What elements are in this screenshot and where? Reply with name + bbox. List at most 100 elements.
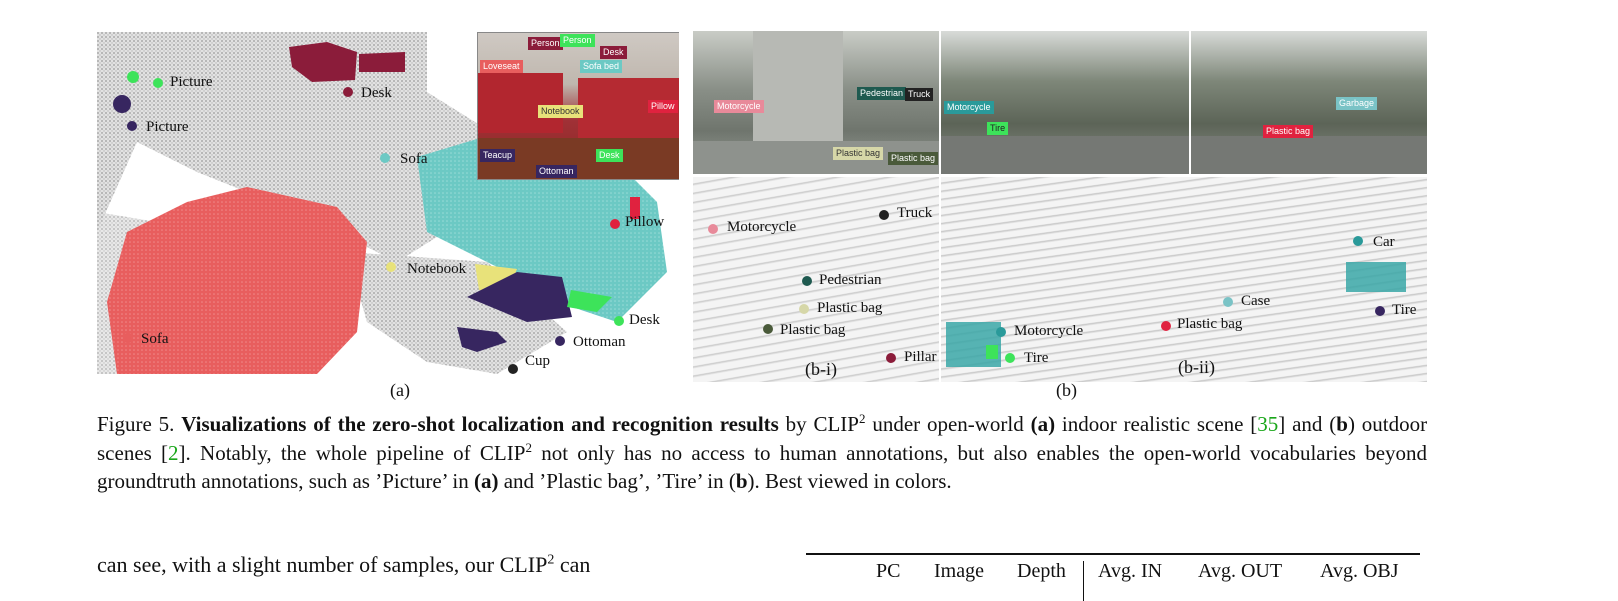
table-header-pc: PC (876, 560, 901, 582)
caption-text: under open-world (872, 412, 1024, 436)
table-header-avg-obj: Avg. OBJ (1320, 560, 1399, 582)
tag-notebook: Notebook (538, 105, 583, 118)
indoor-point-cloud (97, 32, 667, 374)
dot-plastic-bag-b-i-b (763, 324, 773, 334)
tag-motorcycle-b-i: Motorcycle (714, 100, 764, 113)
label-plastic-bag-b-i-b: Plastic bag (780, 322, 846, 338)
dot-car (1353, 236, 1363, 246)
label-motorcycle-b-i: Motorcycle (727, 219, 797, 235)
citation-35[interactable]: 35 (1257, 412, 1279, 436)
caption-sup: 2 (858, 411, 866, 426)
dot-plastic-bag-b-i-a (799, 304, 809, 314)
label-pillow: Pillow (625, 214, 665, 230)
label-tire-right: Tire (1392, 302, 1417, 318)
tag-garbage: Garbage (1336, 97, 1378, 110)
dot-desk-top (343, 87, 353, 97)
table-column-divider (1083, 561, 1084, 601)
body-sup: 2 (547, 552, 555, 568)
label-notebook: Notebook (407, 261, 467, 277)
lidar-render-b-i: Motorcycle Truck Pedestrian Plastic bag … (693, 177, 939, 382)
caption-ref-a: (a) (473, 469, 499, 493)
label-pillar: Pillar (904, 349, 937, 365)
indoor-photo-inset: Person Person Desk Loveseat Sofa bed Not… (477, 32, 679, 180)
caption-text: and ( (1292, 412, 1337, 436)
figure-caption: Figure 5. Visualizations of the zero-sho… (97, 410, 1427, 496)
dot-tire-left (1005, 353, 1015, 363)
sublabel-b-ii: (b-ii) (1178, 357, 1215, 377)
dot-tire-right (1375, 306, 1385, 316)
label-ottoman: Ottoman (573, 334, 626, 350)
label-desk-top: Desk (361, 85, 392, 101)
sublabel-a: (a) (390, 380, 410, 400)
tag-plastic-bag-b-ii: Plastic bag (1263, 125, 1314, 138)
dot-picture-top (153, 78, 163, 88)
dot-cup (508, 364, 518, 374)
caption-ref-a: (a) (1030, 412, 1056, 436)
dot-plastic-bag-b-ii (1161, 321, 1171, 331)
label-truck: Truck (897, 205, 933, 221)
body-text: can see, with a slight number of samples… (97, 552, 548, 577)
caption-ref-b: b (1336, 412, 1348, 436)
caption-title: Visualizations of the zero-shot localiza… (181, 412, 779, 436)
caption-text: indoor realistic scene [ (1061, 412, 1258, 436)
citation-2[interactable]: 2 (168, 440, 179, 465)
dot-pillow (610, 219, 620, 229)
label-tire-left: Tire (1024, 350, 1049, 366)
tag-teacup: Teacup (480, 149, 516, 162)
tag-pillow: Pillow (648, 100, 678, 113)
label-motorcycle-b-ii: Motorcycle (1014, 323, 1084, 339)
sublabel-b: (b) (1056, 380, 1077, 400)
label-sofa-left: Sofa (141, 331, 169, 347)
caption-text: open-world vocabularies beyond groundtru… (97, 440, 1428, 494)
dot-truck (879, 210, 889, 220)
dot-sofa-left (123, 333, 133, 343)
caption-prefix: Figure 5. (97, 412, 175, 436)
tag-ottoman: Ottoman (536, 165, 577, 178)
label-desk-bottom: Desk (629, 312, 660, 328)
tag-truck: Truck (905, 88, 934, 101)
caption-text: ) outdoor scenes [ (97, 412, 1428, 465)
dot-pedestrian (802, 276, 812, 286)
tag-pedestrian: Pedestrian (857, 87, 907, 100)
table-header-avg-in: Avg. IN (1098, 560, 1163, 582)
tag-tire: Tire (987, 122, 1009, 135)
dot-notebook (386, 262, 396, 272)
dot-ottoman (555, 336, 565, 346)
dot-picture-bottom (127, 121, 137, 131)
caption-text: ] (1278, 412, 1286, 436)
sublabel-b-i: (b-i) (805, 359, 837, 379)
caption-text: not only has no access to human annotati… (541, 440, 1135, 465)
caption-text: by CLIP (785, 412, 859, 436)
caption-text: and ’Plastic bag’, ’Tire’ in ( (503, 469, 736, 493)
dot-motorcycle-b-i (708, 224, 718, 234)
tag-plastic-bag-b-i-b: Plastic bag (888, 152, 939, 165)
tag-plastic-bag-b-i-a: Plastic bag (833, 147, 884, 160)
label-case: Case (1241, 293, 1271, 309)
tag-person-b: Person (560, 34, 595, 47)
caption-text: ). Best viewed in colors. (747, 469, 952, 493)
label-picture-top: Picture (170, 74, 213, 90)
dot-motorcycle-b-ii (996, 327, 1006, 337)
tag-person-a: Person (528, 37, 563, 50)
tag-desk-b: Desk (596, 149, 623, 162)
dot-sofa-right (380, 153, 390, 163)
dot-pillar (886, 353, 896, 363)
outdoor-photo-b-ii: Motorcycle Tire Garbage Plastic bag (941, 31, 1427, 174)
label-pedestrian: Pedestrian (819, 272, 882, 288)
table-top-rule (806, 553, 1420, 555)
label-car: Car (1373, 234, 1395, 250)
table-header-image: Image (934, 560, 984, 582)
label-plastic-bag-b-ii: Plastic bag (1177, 316, 1243, 332)
figure-panel-a: Person Person Desk Loveseat Sofa bed Not… (97, 32, 679, 374)
table-header-depth: Depth (1017, 560, 1066, 582)
tag-sofa-bed: Sofa bed (580, 60, 623, 73)
tag-motorcycle-b-ii: Motorcycle (944, 101, 994, 114)
caption-text: ]. Notably, the whole pipeline of CLIP (178, 440, 526, 465)
dot-desk-bottom (614, 316, 624, 326)
label-cup: Cup (525, 353, 551, 369)
label-plastic-bag-b-i-a: Plastic bag (817, 300, 883, 316)
body-text: can (559, 552, 591, 577)
label-sofa-right: Sofa (400, 151, 428, 167)
body-paragraph: can see, with a slight number of samples… (97, 552, 590, 578)
tag-loveseat: Loveseat (480, 60, 523, 73)
